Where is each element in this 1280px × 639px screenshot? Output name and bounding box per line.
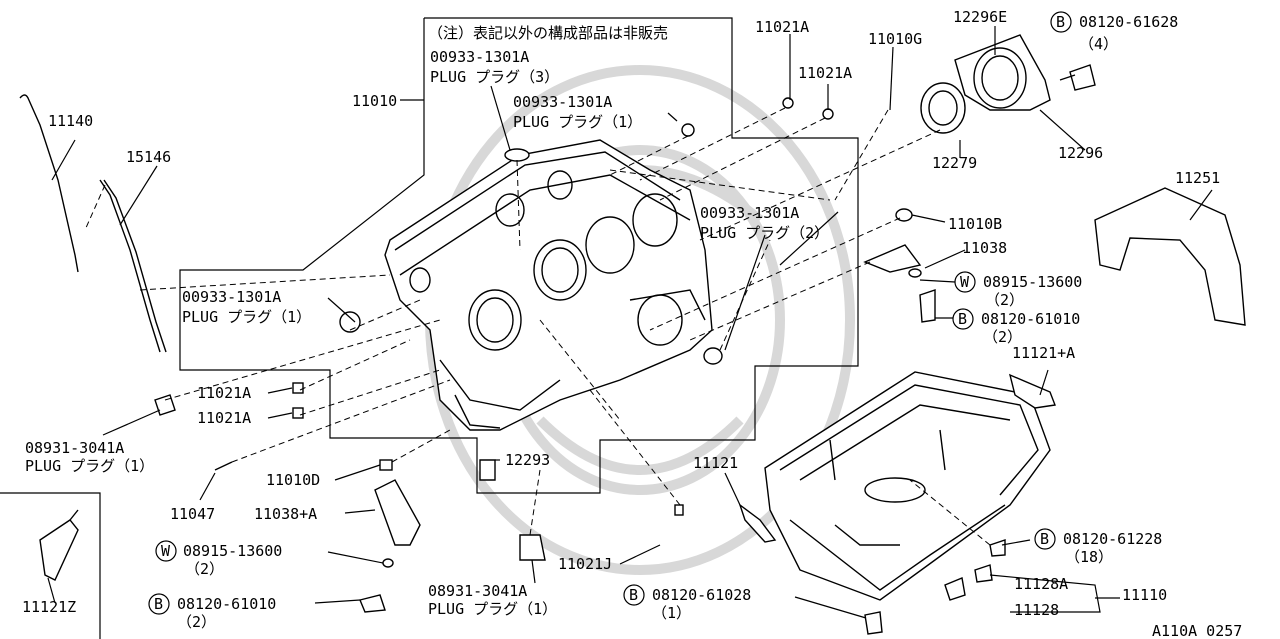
label-08120-61228: 08120-61228	[1063, 530, 1162, 548]
label-11121Z: 11121Z	[22, 598, 76, 616]
small-parts	[39, 64, 1096, 635]
label-11021A-a: 11021A	[755, 18, 809, 36]
rear-plate	[1094, 187, 1246, 326]
label-plug1b-num: 00933-1301A	[182, 288, 281, 306]
bolt-marker-letter: B	[1056, 13, 1065, 31]
label-08120-61010-a-qty: （2）	[983, 328, 1022, 346]
bolt-marker	[1050, 11, 1072, 33]
label-12296: 12296	[1058, 144, 1103, 162]
label-11021A-b: 11021A	[798, 64, 852, 82]
label-11140: 11140	[48, 112, 93, 130]
note-line: （注）表記以外の構成部品は非販売	[428, 24, 668, 42]
bolt-marker	[952, 308, 974, 330]
cylinder-block	[384, 139, 713, 431]
drawing-id: A110A 0257	[1152, 622, 1242, 639]
label-12279: 12279	[932, 154, 977, 172]
label-08120-61228-qty: （18）	[1065, 548, 1113, 566]
label-11010: 11010	[352, 92, 397, 110]
label-08931b-name: PLUG プラグ（1）	[428, 600, 557, 618]
label-11047: 11047	[170, 505, 215, 523]
subassembly-outline	[179, 17, 859, 494]
label-11010G: 11010G	[868, 30, 922, 48]
label-12293: 12293	[505, 451, 550, 469]
label-plug1a-name: PLUG プラグ（1）	[513, 113, 642, 131]
bolt-marker-letter: B	[154, 595, 163, 613]
part-labels: （注）表記以外の構成部品は非販売 00933-1301A PLUG プラグ（3）…	[22, 8, 1242, 639]
label-08120-61028: 08120-61028	[652, 586, 751, 604]
inset-box	[0, 492, 101, 639]
label-plug2-num: 00933-1301A	[700, 204, 799, 222]
label-08120-61628-qty: （4）	[1079, 35, 1118, 53]
bolt-marker-letter: B	[958, 310, 967, 328]
leader-lines	[47, 26, 1213, 619]
label-12296E: 12296E	[953, 8, 1007, 26]
dipstick	[19, 94, 167, 353]
label-08931b-num: 08931-3041A	[428, 582, 527, 600]
label-08915-13600-a: 08915-13600	[983, 273, 1082, 291]
label-11038: 11038	[962, 239, 1007, 257]
washer-marker-letter: W	[960, 273, 970, 291]
label-08120-61010-b: 08120-61010	[177, 595, 276, 613]
label-08120-61628: 08120-61628	[1079, 13, 1178, 31]
label-plug1b-name: PLUG プラグ（1）	[182, 308, 311, 326]
label-11251: 11251	[1175, 169, 1220, 187]
label-11121A: 11121+A	[1012, 344, 1075, 362]
label-11038A: 11038+A	[254, 505, 317, 523]
washer-marker	[155, 540, 177, 562]
bolt-marker	[1034, 528, 1056, 550]
label-11110: 11110	[1122, 586, 1167, 604]
bolt-marker	[148, 593, 170, 615]
label-08915-13600-a-qty: （2）	[985, 291, 1024, 309]
bolt-marker	[623, 584, 645, 606]
label-11021A-d: 11021A	[197, 409, 251, 427]
label-11128A: 11128A	[1014, 575, 1068, 593]
label-08120-61010-a: 08120-61010	[981, 310, 1080, 328]
washer-marker-letter: W	[161, 542, 171, 560]
label-11010B: 11010B	[948, 215, 1002, 233]
label-15146: 15146	[126, 148, 171, 166]
label-plug2-name: PLUG プラグ（2）	[700, 224, 829, 242]
label-plug1a-num: 00933-1301A	[513, 93, 612, 111]
label-08915-13600-b: 08915-13600	[183, 542, 282, 560]
label-11021J: 11021J	[558, 555, 612, 573]
dashed-lines	[84, 107, 991, 546]
label-08915-13600-b-qty: （2）	[185, 560, 224, 578]
oil-pan	[764, 371, 1051, 601]
bolt-marker-letter: B	[1040, 530, 1049, 548]
washer-marker	[954, 271, 976, 293]
label-08120-61028-qty: （1）	[652, 604, 691, 622]
label-08931a-num: 08931-3041A	[25, 439, 124, 457]
label-plug3-num: 00933-1301A	[430, 48, 529, 66]
rear-seal-retainer	[920, 34, 1051, 134]
label-08931a-name: PLUG プラグ（1）	[25, 457, 154, 475]
label-11121: 11121	[693, 454, 738, 472]
bolt-marker-letter: B	[629, 586, 638, 604]
label-11010D: 11010D	[266, 471, 320, 489]
label-11128: 11128	[1014, 601, 1059, 619]
label-plug3-name: PLUG プラグ（3）	[430, 68, 559, 86]
label-08120-61010-b-qty: （2）	[177, 613, 216, 631]
label-11021A-c: 11021A	[197, 384, 251, 402]
